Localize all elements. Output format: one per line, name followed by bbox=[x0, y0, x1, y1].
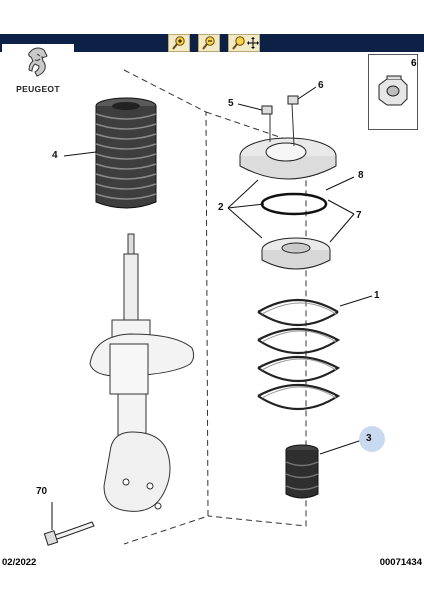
inset-number: 6 bbox=[411, 58, 417, 69]
callout-8[interactable]: 8 bbox=[358, 170, 364, 181]
bearing-ring bbox=[260, 192, 328, 216]
callout-highlight bbox=[359, 426, 385, 452]
callout-6[interactable]: 6 bbox=[318, 80, 324, 91]
callout-7[interactable]: 7 bbox=[356, 210, 362, 221]
lion-emblem-icon bbox=[28, 47, 48, 77]
zoom-in-button[interactable] bbox=[168, 34, 190, 52]
footer-reference: 00071434 bbox=[379, 557, 422, 568]
bolt bbox=[43, 521, 95, 546]
pan-zoom-icon bbox=[232, 36, 259, 50]
coil-spring bbox=[257, 298, 341, 411]
zoom-out-icon bbox=[202, 36, 215, 50]
callout-5[interactable]: 5 bbox=[228, 98, 234, 109]
pan-zoom-button[interactable] bbox=[228, 34, 260, 52]
zoom-out-button[interactable] bbox=[198, 34, 220, 52]
brand-name: PEUGEOT bbox=[16, 84, 60, 94]
callout-2[interactable]: 2 bbox=[218, 202, 224, 213]
footer-date: 02/2022 bbox=[2, 557, 37, 568]
bellows bbox=[95, 97, 157, 209]
peugeot-logo: PEUGEOT bbox=[2, 44, 74, 98]
toolbar bbox=[0, 34, 424, 52]
spring-seat bbox=[261, 237, 331, 270]
dashed-frame-left bbox=[123, 69, 209, 545]
strut bbox=[89, 233, 195, 512]
nut-icon bbox=[378, 75, 408, 106]
inset-nut-panel: 6 bbox=[368, 54, 418, 130]
callout-70[interactable]: 70 bbox=[36, 486, 48, 497]
top-mount bbox=[239, 95, 337, 180]
dashed-frame-right bbox=[205, 111, 307, 527]
suspension-diagram bbox=[43, 69, 373, 546]
callout-4[interactable]: 4 bbox=[52, 150, 58, 161]
callout-3[interactable]: 3 bbox=[366, 433, 372, 444]
leader-lines bbox=[51, 86, 373, 530]
zoom-in-icon bbox=[172, 36, 185, 50]
callout-1[interactable]: 1 bbox=[374, 290, 380, 301]
bump-stop bbox=[285, 444, 319, 499]
